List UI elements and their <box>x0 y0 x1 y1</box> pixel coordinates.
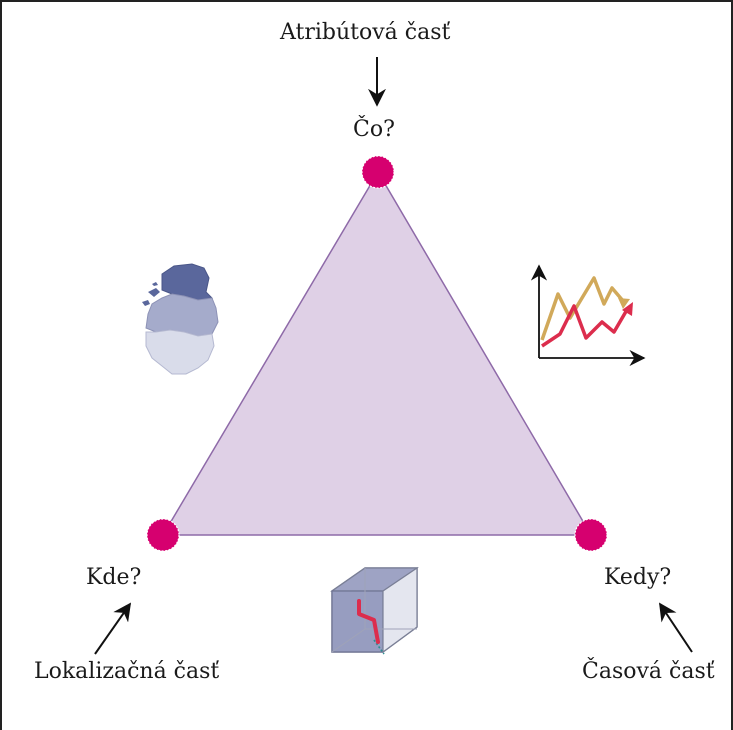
arrow-left <box>94 602 132 655</box>
vertex-left <box>146 518 180 552</box>
label-when-question: Kedy? <box>604 565 672 590</box>
vertex-top <box>361 155 395 189</box>
label-where-question: Kde? <box>86 565 142 590</box>
label-what-question: Čo? <box>353 117 395 142</box>
space-time-cube-icon <box>330 566 419 655</box>
arrow-right <box>659 602 693 653</box>
triangle <box>161 170 593 536</box>
label-attribute-part: Atribútová časť <box>280 20 451 45</box>
label-location-part: Lokalizačná časť <box>34 659 220 684</box>
map-regions-icon <box>142 263 219 375</box>
time-series-chart-icon <box>530 264 646 367</box>
label-time-part: Časová časť <box>582 659 715 684</box>
vertex-right <box>574 518 608 552</box>
